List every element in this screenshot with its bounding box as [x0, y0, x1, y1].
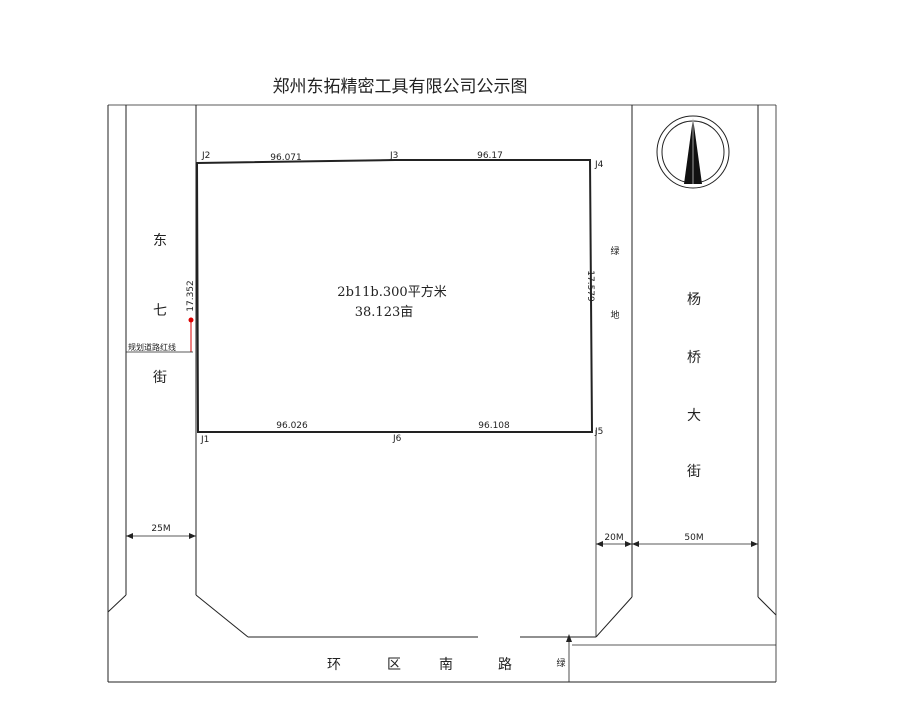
east-road-name-char-3: 大: [687, 408, 701, 424]
parcel-area-sqm: 2b11b.300平方米: [337, 284, 446, 300]
south-road-name-char-3: 南: [439, 657, 453, 673]
west-road-curve: [195, 594, 249, 638]
west-road-corner: [107, 594, 127, 613]
point-j6-label: J6: [392, 434, 402, 444]
edge-length-top-right: 96.17: [477, 151, 503, 161]
dim-east-green-label: 20M: [604, 533, 623, 543]
edge-length-bottom-left: 96.026: [276, 421, 308, 431]
edge-length-right: 17.579: [585, 270, 595, 302]
west-road-name-char-3: 街: [153, 370, 167, 386]
east-road-name-char-2: 桥: [687, 350, 701, 366]
south-road-name-char-4: 路: [498, 657, 512, 673]
east-road-name-char-1: 杨: [687, 292, 701, 308]
dim-east-arrow-right: [751, 541, 758, 547]
point-j3-label: J3: [389, 151, 398, 161]
point-j5-label: J5: [594, 427, 603, 437]
parcel-area-mu: 38.123亩: [355, 304, 414, 320]
south-road-arrow: [566, 634, 572, 642]
drawing-title: 郑州东拓精密工具有限公司公示图: [273, 77, 528, 97]
edge-length-left: 17.352: [186, 280, 196, 312]
edge-length-top-left: 96.071: [270, 153, 302, 163]
point-j2-label: J2: [201, 151, 210, 161]
west-road-name-char-2: 七: [153, 303, 167, 319]
dim-west-road-label: 25M: [151, 524, 170, 534]
dim-east-road-label: 50M: [684, 533, 703, 543]
south-road-name-char-2: 区: [387, 657, 401, 673]
parcel-boundary: [195, 159, 594, 433]
dim-west-arrow-left: [126, 533, 133, 539]
south-road-name-char-1: 环: [327, 657, 341, 673]
west-road-name-char-1: 东: [153, 233, 167, 249]
point-j1-label: J1: [200, 435, 209, 445]
dim-east-arrow-mid-b: [632, 541, 639, 547]
green-strip-label-2: 地: [610, 309, 619, 321]
planning-red-line-note: 规划道路红线: [128, 342, 176, 352]
dim-west-arrow-right: [189, 533, 196, 539]
dim-east-arrow-left: [596, 541, 603, 547]
green-strip-label-1: 绿: [610, 245, 619, 257]
east-corner-curve: [595, 596, 633, 638]
north-arrow-icon: [656, 115, 730, 189]
dim-east-arrow-mid-a: [625, 541, 632, 547]
point-j4-label: J4: [594, 160, 604, 170]
south-road-side-mark: 绿: [556, 657, 565, 669]
edge-length-bottom-right: 96.108: [478, 421, 510, 431]
east-road-name-char-4: 街: [687, 464, 701, 480]
east-road-corner: [757, 596, 777, 616]
red-marker-dot: [188, 317, 194, 323]
